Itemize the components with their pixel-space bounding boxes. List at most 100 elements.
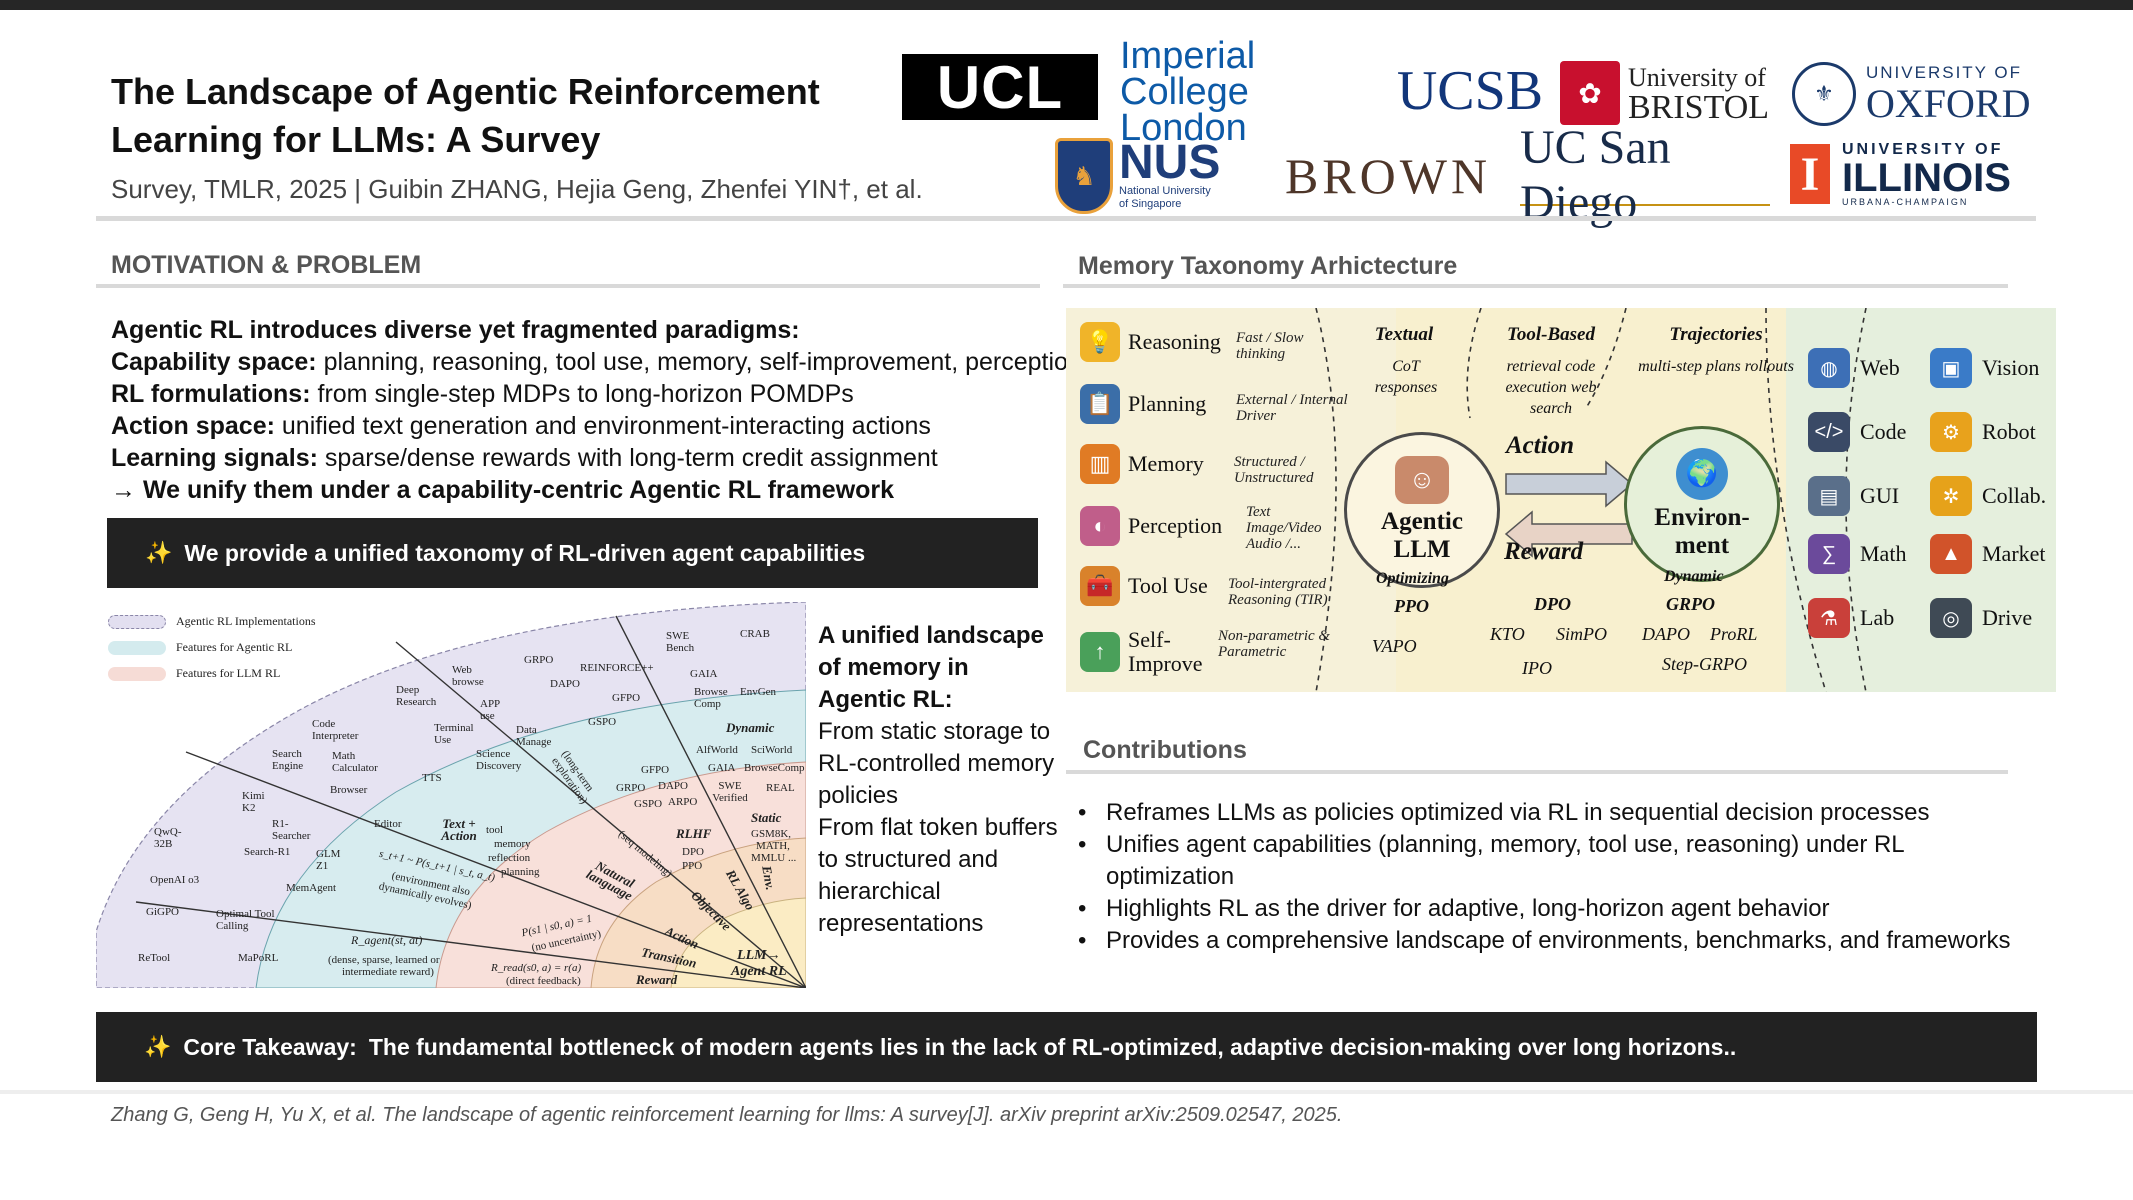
ucsd-logo: UC San Diego [1520,121,1770,229]
capability-planning: 📋 Planning [1080,384,1206,424]
poster-title: The Landscape of Agentic Reinforcement L… [111,71,820,160]
ucl-logo: UCL [902,54,1098,121]
takeaway-text: The fundamental bottleneck of modern age… [368,1033,1737,1060]
ring2-item: PPO [682,860,703,872]
algo-step-grpo: Step-GRPO [1662,654,1747,674]
outer-item: Web browse [452,664,484,688]
illinois-block-i-icon: I [1790,144,1830,204]
brain-head-icon: ☺ [1395,456,1449,504]
network-icon: ✲ [1930,476,1972,516]
outer-item: GRPO [524,654,554,666]
motivation-heading: MOTIVATION & PROBLEM [111,251,422,279]
memory-taxonomy-heading: Memory Taxonomy Arhictecture [1078,252,1458,280]
contributions-heading-rule [1066,770,2008,774]
outer-item: GLM Z1 [316,848,341,872]
landscape-rings [96,602,806,988]
landscape-figure: Agentic RL Implementations Features for … [96,602,806,988]
contributions-list: Reframes LLMs as policies optimized via … [1078,797,2038,957]
capability-self-improve: ↑ Self-Improve [1080,628,1203,676]
outer-item: Code Interpreter [312,718,359,742]
outer-item: GAIA [690,668,718,680]
code-icon: </> [1808,412,1850,452]
outer-item: Browse Comp [694,686,728,710]
top-border-bar [0,0,2133,10]
capability-memory: ▥ Memory [1080,444,1204,484]
steering-wheel-icon: ◎ [1930,598,1972,638]
chip-icon: ▥ [1080,444,1120,484]
outer-item: Search Engine [272,748,304,772]
outer-item: MemAgent [286,882,337,894]
algo-grpo: GRPO [1666,594,1715,614]
reward-label: Reward [1504,538,1584,565]
clipboard-icon: 📋 [1080,384,1120,424]
env-drive: ◎Drive [1930,598,2032,638]
column-body-trajectories: multi-step plans rollouts [1638,358,1794,375]
nus-shield-icon: ♞ [1055,138,1113,214]
bristol-crest-icon: ✿ [1560,61,1620,125]
ring3-text-action: Text + Action [441,816,477,843]
motivation-line: Capability space: planning, reasoning, t… [111,348,1082,376]
capability-desc: External / Internal Driver [1236,392,1348,424]
outer-item: Optimal Tool Calling [216,908,275,932]
ring1-env: Env. [759,864,779,892]
ring1-reward: Reward [636,972,678,987]
outer-item: Terminal Use [434,722,474,746]
market-chart-icon: ▲ [1930,534,1972,574]
ring3-item: SciWorld [751,744,793,756]
flask-icon: ⚗ [1808,598,1850,638]
memory-heading-rule [1063,284,2008,288]
motivation-line: Action space: unified text generation an… [111,412,931,440]
env-code: </>Code [1808,412,1906,452]
algo-vapo: VAPO [1372,636,1417,656]
column-head-trajectories: Trajectories [1669,324,1763,345]
capabilities-panel-bg [1066,308,1396,692]
algo-simpo: SimPO [1556,624,1607,644]
toolbox-icon: 🧰 [1080,566,1120,606]
algo-ipo: IPO [1522,658,1552,678]
landscape-side-title: A unified landscape of memory in Agentic… [818,622,1044,713]
ring3-formula: R_agent(st, at) [351,933,423,947]
ring3-formula: intermediate reward) [342,966,434,978]
algo-kto: KTO [1490,624,1525,644]
calculator-icon: ∑ [1808,534,1850,574]
sparkle-icon: ✨ [145,540,173,565]
outer-item: OpenAI o3 [150,874,200,886]
ring2-rlhf: RLHF [676,826,712,841]
ucsb-logo: UCSB [1396,60,1544,122]
legend-implementations: Agentic RL Implementations [108,614,316,629]
ring2-item: GSM8K, [751,828,792,840]
memory-dividers [1315,308,1867,692]
globe-icon: ◍ [1808,348,1850,388]
ring3-item: memory [494,838,531,850]
capability-tool-use: 🧰 Tool Use [1080,566,1208,606]
outer-item: SWE Bench [666,630,695,654]
legend-agentic-features: Features for Agentic RL [108,640,292,655]
landscape-description: A unified landscape of memory in Agentic… [818,620,1058,940]
algo-dpo: DPO [1534,594,1571,614]
legend-swatch [108,640,166,655]
outer-item: APP use [480,698,500,722]
ring3-item: reflection [488,852,531,864]
column-head-textual: Textual [1374,324,1434,345]
outer-item: GFPO [612,692,641,704]
contribution-item: Provides a comprehensive landscape of en… [1078,925,2038,957]
ring3-item: GFPO [641,764,670,776]
sparkle-icon: ✨ [144,1034,172,1059]
env-web: ◍Web [1808,348,1900,388]
header-divider [96,216,2036,221]
footer-divider [0,1090,2133,1094]
contributions-heading: Contributions [1083,736,1247,764]
ring3-item: AlfWorld [696,744,738,756]
motivation-line: → We unify them under a capability-centr… [111,476,895,504]
image-icon: ▣ [1930,348,1972,388]
capability-desc: Structured / Unstructured [1234,454,1314,486]
outer-item: ReTool [138,952,171,964]
ring2-static: Static [751,810,782,825]
column-body-tool-based: retrieval code execution web search [1505,358,1597,417]
algo-ppo: PPO [1394,596,1429,616]
env-lab: ⚗Lab [1808,598,1894,638]
